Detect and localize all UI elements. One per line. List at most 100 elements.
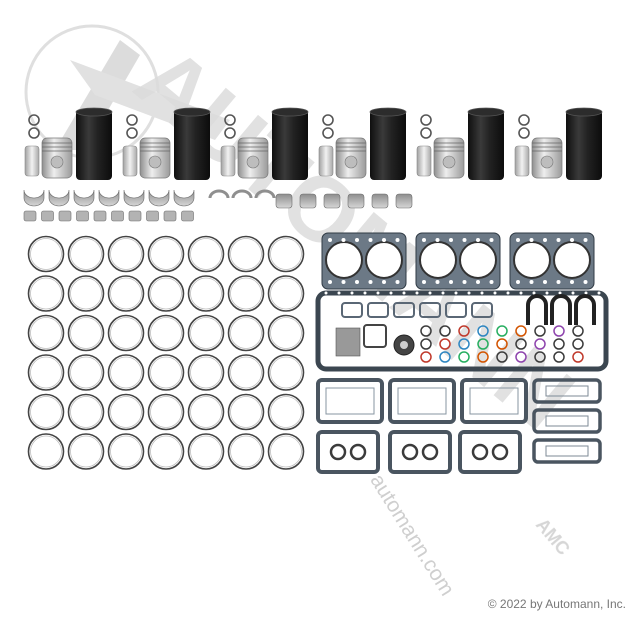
piston-ring-inner	[150, 396, 182, 428]
piston-ring	[187, 275, 225, 312]
cylinder-bore-hole	[325, 241, 363, 279]
cylinder-liner	[174, 110, 210, 180]
cylinder-liner	[566, 110, 602, 180]
piston-ring	[267, 275, 305, 312]
pin-boss	[246, 155, 260, 169]
o-ring	[458, 338, 470, 350]
piston-ring	[187, 235, 225, 273]
bolt-hole	[382, 238, 386, 242]
o-ring	[458, 325, 470, 337]
cover-port	[471, 443, 489, 461]
main-bearing	[173, 189, 195, 207]
o-ring	[572, 338, 584, 350]
piston-ring	[147, 393, 185, 431]
piston-ring	[227, 314, 265, 352]
snap-ring	[518, 114, 530, 126]
thrust-washer	[128, 210, 142, 222]
pan-bolt-hole	[324, 291, 328, 295]
flange-gasket	[363, 324, 387, 348]
o-ring	[572, 325, 584, 337]
o-ring	[515, 325, 527, 337]
valve-cover-seal	[471, 302, 493, 318]
bolt-hole	[543, 238, 547, 242]
bolt-hole	[355, 238, 359, 242]
snap-ring	[28, 114, 40, 126]
o-ring	[439, 325, 451, 337]
intake-port	[545, 415, 589, 427]
piston-ring-inner	[110, 356, 142, 389]
cylinder-kit	[122, 107, 211, 180]
main-bearing	[148, 189, 170, 207]
bolt-hole	[395, 280, 400, 284]
bolt-hole	[341, 280, 346, 284]
cover-gasket	[316, 430, 380, 474]
piston-ring-inner	[70, 435, 102, 468]
pan-bolt-hole	[428, 291, 432, 295]
bolt-hole	[516, 280, 520, 284]
piston-ring-inner	[70, 277, 102, 310]
piston-ring-inner	[270, 277, 302, 310]
thrust-washer	[111, 210, 124, 222]
piston-ring-grid	[27, 235, 305, 470]
main-bearing	[23, 189, 45, 207]
bolt-hole	[529, 280, 534, 284]
cover-port	[401, 443, 419, 461]
piston-ring-inner	[110, 396, 142, 428]
oil-pan-frame	[315, 290, 609, 372]
pin-boss	[50, 155, 64, 169]
main-bearing	[98, 189, 120, 207]
gasket-set	[315, 232, 609, 474]
piston-ring-inner	[110, 435, 142, 468]
piston-ring	[187, 393, 225, 431]
main-bearing	[73, 189, 95, 207]
bolt-hole	[489, 238, 494, 242]
piston-ring	[227, 393, 265, 431]
piston-ring-inner	[150, 317, 182, 349]
o-ring	[477, 351, 489, 363]
pan-bolt-hole	[597, 291, 601, 295]
o-ring	[420, 338, 432, 350]
thrust-washer	[163, 210, 177, 222]
piston-ring	[107, 235, 145, 273]
piston-ring	[227, 354, 265, 391]
liner-lip	[369, 107, 407, 117]
pan-bolt-hole	[402, 291, 406, 295]
bolt-hole	[435, 238, 440, 242]
cylinder-kit	[220, 107, 309, 180]
o-ring	[553, 325, 565, 337]
piston-ring-inner	[190, 356, 222, 389]
head-gasket	[415, 232, 501, 290]
o-ring	[553, 351, 565, 363]
cylinder-bore-hole	[459, 241, 497, 279]
pin-boss	[148, 155, 162, 169]
bolt-hole	[368, 238, 373, 242]
piston-ring-inner	[30, 238, 62, 270]
piston-ring-inner	[270, 317, 302, 349]
bolt-hole	[328, 238, 332, 242]
valve-cover-seal	[419, 302, 441, 318]
snap-ring	[322, 114, 334, 126]
o-ring	[477, 325, 489, 337]
cylinder-liner	[468, 110, 504, 180]
o-ring	[572, 351, 584, 363]
piston-ring-inner	[190, 435, 222, 468]
rod-bearing	[395, 193, 413, 209]
snap-ring	[224, 127, 236, 139]
cylinder-liner	[272, 110, 308, 180]
piston-ring	[147, 235, 185, 273]
bolt-hole	[328, 280, 332, 284]
piston-ring-inner	[270, 396, 302, 428]
piston-ring-inner	[230, 356, 262, 389]
pan-bolt-hole	[467, 291, 471, 295]
piston-ring	[107, 393, 145, 431]
cover-gasket-frame	[458, 430, 522, 474]
snap-ring	[322, 127, 334, 139]
pan-bolt-hole	[441, 291, 445, 295]
piston-ring	[67, 235, 105, 273]
oil-pan-gasket	[315, 290, 609, 372]
o-ring	[439, 351, 451, 363]
thrust-washer	[41, 210, 54, 222]
bolt-hole	[368, 280, 373, 284]
bolt-hole	[435, 280, 440, 284]
pan-bolt-hole	[584, 291, 588, 295]
